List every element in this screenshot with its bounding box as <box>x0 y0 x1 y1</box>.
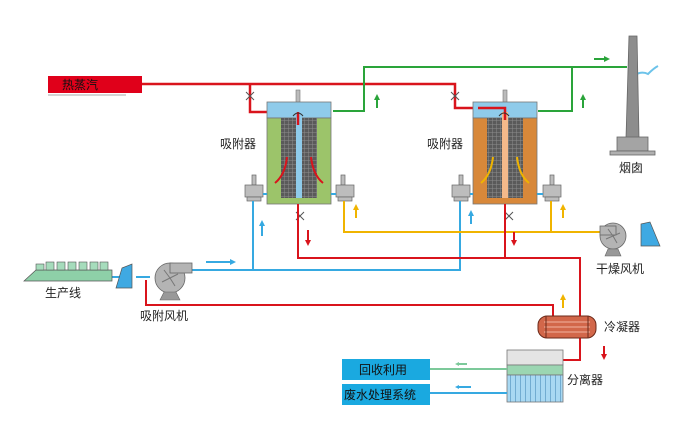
recycle-label: 回收利用 <box>359 363 407 377</box>
air-line <box>112 201 461 278</box>
condenser-label: 冷凝器 <box>604 319 640 334</box>
return-line <box>145 204 581 361</box>
chimney: 烟囱 <box>609 35 659 175</box>
production-line-label: 生产线 <box>45 286 81 300</box>
exhaust-arrows <box>374 56 610 108</box>
drying-line <box>343 201 602 233</box>
drying-arrows <box>353 204 566 308</box>
separator: 分离器 <box>506 349 603 403</box>
chimney-label: 烟囱 <box>619 161 643 175</box>
steam-box: 热蒸汽 <box>48 76 142 96</box>
exhaust-line <box>333 66 627 112</box>
drying-fan: 干燥风机 <box>596 221 661 276</box>
separator-label: 分离器 <box>567 372 603 387</box>
filter-icon <box>115 263 133 289</box>
drying-fan-label: 干燥风机 <box>596 262 644 276</box>
steam-label: 热蒸汽 <box>62 77 98 92</box>
adsorption-fan-label: 吸附风机 <box>140 309 188 323</box>
air-arrows <box>206 210 474 265</box>
adsorber-right: 吸附器 <box>427 89 538 205</box>
recycle-box: 回收利用 <box>342 359 430 380</box>
adsorber-right-label: 吸附器 <box>427 137 463 151</box>
output-arrows <box>455 362 471 389</box>
condenser: 冷凝器 <box>537 315 640 339</box>
valve-units <box>244 174 562 202</box>
production-line: 生产线 <box>23 261 113 300</box>
wastewater-box: 废水处理系统 <box>342 384 430 405</box>
adsorption-fan: 吸附风机 <box>140 262 193 323</box>
output-lines <box>430 368 507 394</box>
adsorber-left: 吸附器 <box>220 89 332 205</box>
return-arrows <box>305 230 607 360</box>
wastewater-label: 废水处理系统 <box>344 387 416 402</box>
adsorber-left-label: 吸附器 <box>220 137 256 151</box>
